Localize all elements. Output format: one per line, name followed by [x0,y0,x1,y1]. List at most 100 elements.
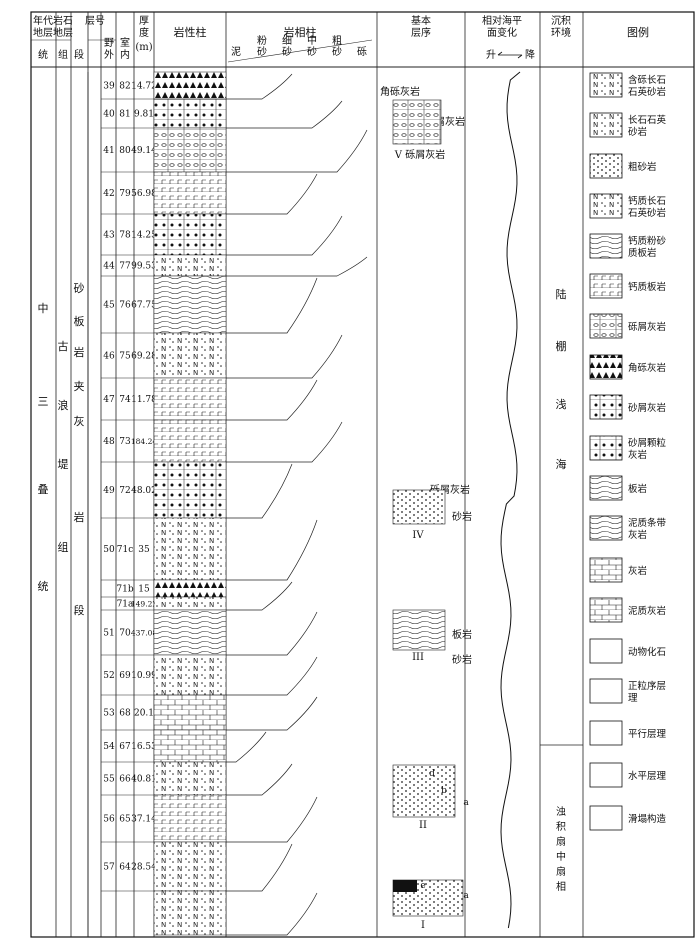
facies-curve [226,277,318,334]
legend-label: 石英砂岩 [628,207,666,219]
member-label: 灰 [74,414,85,428]
legend-label: 灰岩 [628,529,647,541]
litho-bed [153,275,227,334]
layer-indoor-no: 73 [119,437,131,447]
layer-indoor-no: 65 [119,815,131,825]
facies-curve [226,656,318,696]
layer-indoor-no: 77 [119,262,131,272]
layer-thickness: 40.81 [131,775,157,785]
layer-field-no: 51 [103,629,114,639]
header-field: 外 [104,49,114,61]
legend-swatch [589,720,623,746]
layer-indoor-no: 81 [119,110,130,120]
layer-thickness: 149.22 [131,600,157,609]
layer-indoor-no: 71b [116,585,133,595]
facies-curve [226,611,318,656]
litho-bed [153,213,227,256]
legend-label: 泥质条带 [628,517,667,529]
litho-bed [153,579,227,598]
grain-size-label: 砾 [357,45,367,58]
litho-bed [153,890,227,936]
layer-indoor-no: 64 [119,863,131,873]
grain-size-label: 中 [307,34,317,47]
legend-label: 理 [628,693,638,704]
legend-swatch [589,557,623,583]
system-label: 中 [38,302,49,315]
layer-thickness: 20.1 [134,709,154,719]
legend-swatch [589,153,623,179]
layer-indoor-no: 71c [117,545,134,555]
legend-swatch [589,762,623,788]
layer-indoor-no: 82 [119,82,130,92]
facies-curve [226,334,343,379]
header-environment: 环境 [551,26,571,39]
header-thickness: 厚 [139,15,149,27]
facies-curve [226,173,318,215]
member-label: 段 [74,603,85,617]
layer-indoor-no: 70 [119,629,131,639]
grain-size-label: 泥 [231,45,241,58]
layer-indoor-no: 66 [119,775,131,785]
system-label: 统 [38,580,49,593]
member-label: 岩 [74,345,85,359]
litho-bed [153,332,227,379]
litho-bed [153,171,227,215]
header-indoor: 室 [120,36,130,49]
facies-curve [226,581,293,611]
header-sequence: 层序 [411,26,431,39]
legend-swatch [589,394,623,420]
formation-label: 浪 [58,398,69,412]
system-label: 叠 [38,483,49,496]
sequence-label: 角砾灰岩 [380,85,420,98]
litho-bed [153,794,227,843]
layer-indoor-no: 72 [119,486,130,496]
layer-thickness: 16.53 [131,742,157,752]
layer-field-no: 54 [103,742,115,752]
layer-indoor-no: 71a [117,600,134,610]
legend-label: 砂屑灰岩 [628,402,666,414]
litho-bed [153,761,227,796]
rise-fall-arrow [497,51,523,59]
layer-field-no: 50 [103,545,115,555]
layer-indoor-no: 78 [119,231,131,241]
facies-curve [226,519,318,581]
environment-label: 积 [556,821,566,833]
grain-size-label: 砂 [332,45,342,58]
legend-swatch [589,112,623,138]
grain-size-label: 粗 [332,35,342,47]
layer-field-no: 53 [103,709,115,719]
header-indoor: 内 [120,48,130,61]
sequence-letter: d [429,769,435,779]
grain-size-label: 细 [282,34,292,47]
legend-swatch [589,805,623,831]
litho-bed [153,461,227,519]
layer-thickness: 48.02 [131,486,157,496]
environment-label: 扇 [556,835,566,848]
facies-curve [226,100,343,129]
sequence-block [392,764,456,818]
facies-curve [226,421,343,463]
sequence-label: I [421,920,425,931]
layer-thickness: 49.14 [131,146,157,156]
member-label: 岩 [74,510,85,524]
sequence-letter: e [420,881,425,891]
layer-field-no: 49 [103,486,115,496]
layer-field-no: 45 [103,301,115,311]
formation-label: 堤 [58,458,69,471]
environment-label: 陆 [556,287,567,301]
litho-bed [153,517,227,581]
layer-field-no: 44 [103,262,115,272]
sequence-letter: a [463,891,469,901]
legend-label: 长石石英 [628,114,667,126]
facies-curve [226,731,267,763]
layer-field-no: 39 [103,82,115,92]
legend-label: 平行层理 [628,728,667,740]
layer-field-no: 57 [103,863,115,873]
facies-curve [226,843,293,892]
facies-curve [226,129,368,173]
grain-size-label: 砂 [282,45,292,58]
facies-curve [226,379,318,421]
sequence-label: V 砾屑灰岩 [394,148,445,161]
layer-thickness: 14.72 [131,82,157,92]
